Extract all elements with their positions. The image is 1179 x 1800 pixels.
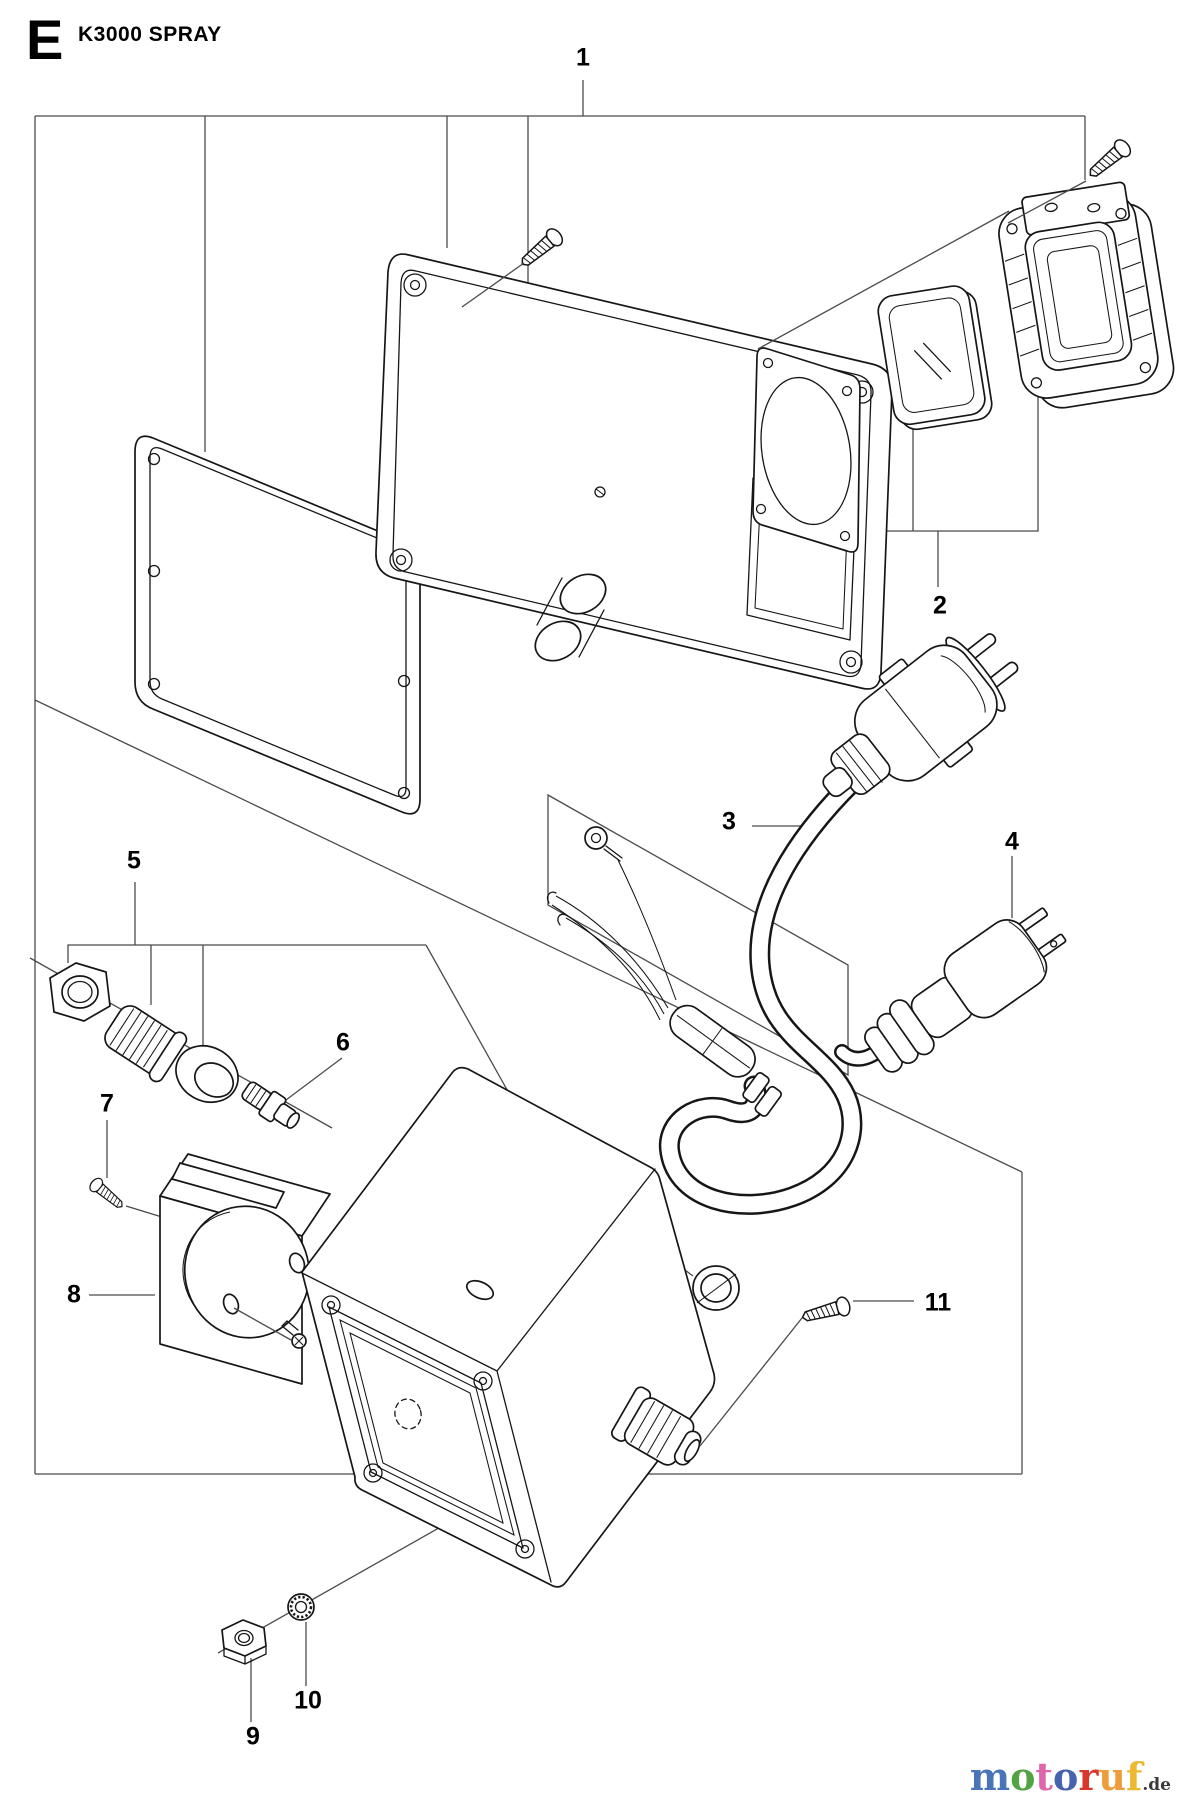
screw-icon (515, 225, 567, 273)
part-window-frame (998, 181, 1175, 409)
box-cable-gland (610, 1386, 702, 1466)
part-label-8: 8 (67, 1280, 81, 1309)
us-plug-icon (864, 907, 1067, 1073)
part-switch-cover (159, 1153, 331, 1385)
part-mains-plug (834, 907, 1067, 1073)
screw-icon (281, 1320, 307, 1349)
part-label-4: 4 (1005, 827, 1019, 856)
part-label-10: 10 (294, 1686, 322, 1715)
part-label-7: 7 (100, 1089, 114, 1118)
screw-leader-line (699, 1317, 803, 1447)
part-nipple-fitting (241, 1081, 301, 1129)
part-label-11: 11 (924, 1288, 952, 1317)
part-cover-gasket (134, 435, 421, 815)
part-label-9: 9 (246, 1722, 260, 1751)
screw-icon (86, 1175, 128, 1214)
part-lock-washer (287, 1593, 315, 1621)
model-title: K3000 SPRAY (78, 23, 222, 46)
part-junction-box (301, 1066, 716, 1588)
section-letter: E (26, 8, 64, 71)
screw-leader-line (461, 262, 525, 308)
part-label-2: 2 (933, 591, 947, 620)
part-hex-nut (221, 1619, 267, 1665)
assembly-axis-line (757, 210, 1010, 350)
part-power-cable (546, 633, 1019, 1215)
part-label-6: 6 (336, 1028, 350, 1057)
screw-leader-line (125, 1205, 163, 1218)
motoruf-logo-word: motoruf (969, 1754, 1143, 1800)
part-label-1: 1 (576, 43, 590, 72)
part-window-pane (877, 285, 993, 431)
hole-leader-line (233, 1307, 292, 1341)
screw-icon (799, 1294, 853, 1328)
screw-leader-line (1007, 180, 1087, 224)
part-window-gasket-plate (752, 347, 861, 553)
motoruf-logo-suffix: .de (1142, 1775, 1171, 1796)
part-label-5: 5 (127, 846, 141, 875)
euro-plug-icon (822, 633, 1019, 798)
part-sealing-ring (692, 1265, 740, 1311)
motoruf-logo: motoruf.de (970, 1756, 1171, 1798)
screw-icon (1083, 136, 1135, 184)
part-label-3: 3 (722, 807, 736, 836)
part-cable-gland-set (49, 962, 239, 1104)
